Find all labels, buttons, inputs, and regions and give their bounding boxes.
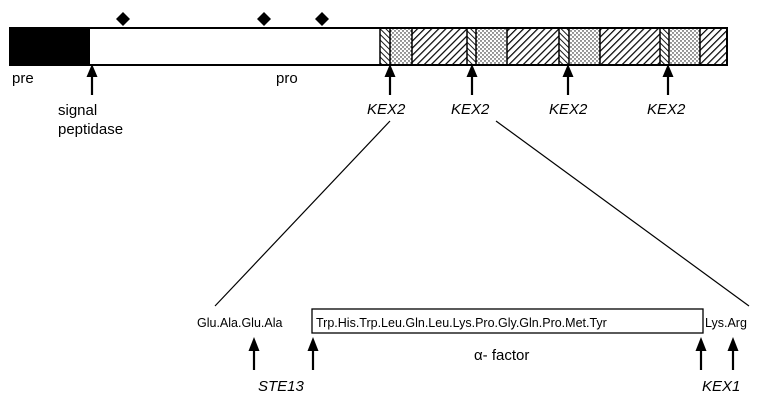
kex2-label: KEX2 <box>647 101 686 118</box>
expansion-line <box>495 120 750 307</box>
bar-outline <box>9 27 728 66</box>
alpha-factor-repeat <box>669 28 700 65</box>
ste13-arrow-icon <box>307 337 319 370</box>
kex2-arrow-icon <box>466 64 478 95</box>
pro-region <box>90 28 380 65</box>
kex2-label: KEX2 <box>451 101 490 118</box>
glycosylation-diamond-icon <box>257 12 271 26</box>
kex2-label: KEX2 <box>549 101 588 118</box>
kex1-arrow-icon <box>695 337 707 370</box>
hatched-segment <box>507 28 559 65</box>
alpha-factor-repeat <box>569 28 600 65</box>
alpha-factor-repeat <box>476 28 507 65</box>
kex2-label: KEX2 <box>367 101 406 118</box>
spacer-segment <box>380 28 390 65</box>
alpha-factor-label: α- factor <box>474 347 529 364</box>
glycosylation-diamond-icon <box>116 12 130 26</box>
hatched-segment <box>412 28 467 65</box>
alpha-factor-repeat <box>390 28 412 65</box>
signal-peptidase-label: signal <box>58 102 97 119</box>
spacer-segment <box>559 28 569 65</box>
sequence-boxed: Trp.His.Trp.Leu.Gln.Leu.Lys.Pro.Gly.Gln.… <box>316 316 607 330</box>
kex2-arrow-icon <box>662 64 674 95</box>
signal-peptidase-label: peptidase <box>58 121 123 138</box>
kex2-arrow-icon <box>562 64 574 95</box>
spacer-segment <box>660 28 669 65</box>
ste13-arrow-icon <box>248 337 260 370</box>
kex1-label: KEX1 <box>702 378 740 395</box>
pre-region <box>10 28 90 65</box>
precursor-bar <box>9 27 728 66</box>
hatched-segment <box>600 28 660 65</box>
signal-peptidase-arrow-icon <box>86 64 98 95</box>
sequence-suffix: Lys.Arg <box>705 316 747 330</box>
sequence-prefix: Glu.Ala.Glu.Ala <box>197 316 283 330</box>
glycosylation-diamond-icon <box>315 12 329 26</box>
expansion-line <box>214 120 391 307</box>
pro-label: pro <box>276 70 298 87</box>
ste13-label: STE13 <box>258 378 305 395</box>
alpha-factor-box <box>311 308 704 334</box>
spacer-segment <box>467 28 476 65</box>
pre-label: pre <box>12 70 34 87</box>
kex1-arrow-icon <box>727 337 739 370</box>
hatched-segment <box>700 28 727 65</box>
kex2-arrow-icon <box>384 64 396 95</box>
